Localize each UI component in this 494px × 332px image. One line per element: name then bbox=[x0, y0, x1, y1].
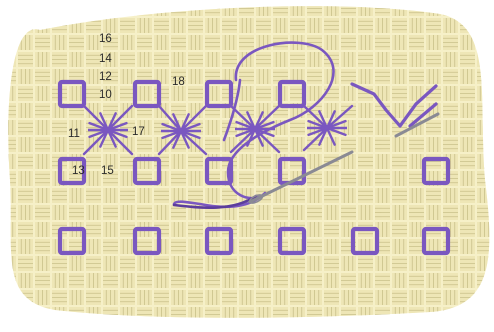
step-label: 15 bbox=[101, 165, 114, 177]
weave-block bbox=[18, 307, 33, 322]
weave-block bbox=[52, 1, 67, 16]
weave-block bbox=[120, 1, 135, 16]
weave-block bbox=[460, 307, 475, 322]
weave-block bbox=[1, 273, 16, 288]
weave-block bbox=[477, 86, 492, 101]
weave-block bbox=[1, 222, 16, 237]
weave-block bbox=[1, 307, 16, 322]
weave-block bbox=[1, 35, 16, 50]
weave-block bbox=[477, 307, 492, 322]
step-label: 18 bbox=[172, 76, 185, 88]
step-label: 14 bbox=[99, 53, 112, 65]
weave-block bbox=[477, 154, 492, 169]
weave-block bbox=[460, 1, 475, 16]
weave-block bbox=[1, 154, 16, 169]
weave-block bbox=[1, 1, 16, 16]
step-label: 17 bbox=[132, 126, 145, 138]
step-label: 10 bbox=[99, 89, 112, 101]
weave-block bbox=[477, 1, 492, 16]
step-label: 16 bbox=[99, 33, 112, 45]
weave-block bbox=[409, 1, 424, 16]
weave-block bbox=[409, 307, 424, 322]
weave-block bbox=[69, 1, 84, 16]
weave-block bbox=[1, 86, 16, 101]
weave-block bbox=[205, 1, 220, 16]
canvas-weave bbox=[1, 1, 494, 327]
weave-block bbox=[477, 18, 492, 33]
weave-block bbox=[1, 18, 16, 33]
weave-block bbox=[477, 52, 492, 67]
weave-block bbox=[1, 256, 16, 271]
weave-block bbox=[477, 290, 492, 305]
weave-block bbox=[86, 1, 101, 16]
weave-block bbox=[35, 307, 50, 322]
weave-block bbox=[1, 188, 16, 203]
weave-block bbox=[69, 307, 84, 322]
weave-block bbox=[103, 1, 118, 16]
weave-block bbox=[477, 35, 492, 50]
weave-block bbox=[1, 290, 16, 305]
weave-block bbox=[171, 1, 186, 16]
step-label: 12 bbox=[99, 71, 112, 83]
step-label: 13 bbox=[72, 165, 85, 177]
weave-block bbox=[35, 1, 50, 16]
weave-block bbox=[1, 52, 16, 67]
weave-block bbox=[137, 1, 152, 16]
step-label: 11 bbox=[68, 128, 80, 140]
weave-block bbox=[443, 307, 458, 322]
weave-block bbox=[18, 18, 33, 33]
weave-block bbox=[18, 1, 33, 16]
weave-block bbox=[477, 120, 492, 135]
weave-block bbox=[443, 1, 458, 16]
